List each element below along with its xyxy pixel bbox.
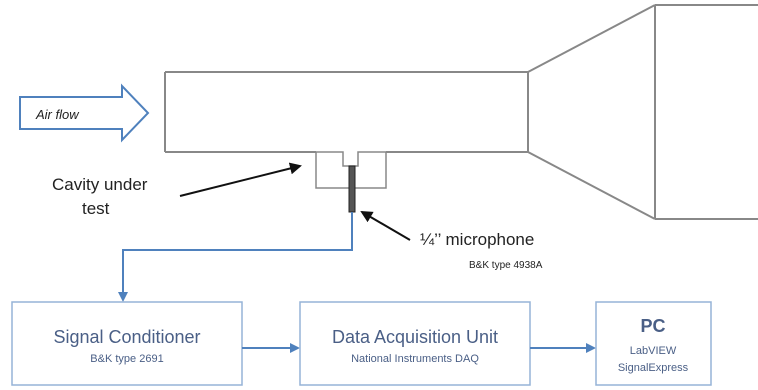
microphone-model: B&K type 4938A	[469, 260, 543, 271]
pc-box: PC LabVIEW SignalExpress	[595, 301, 712, 386]
signal-conditioner-title: Signal Conditioner	[53, 327, 200, 347]
microphone-to-conditioner-connector	[118, 212, 353, 302]
pc-software-line2: SignalExpress	[618, 362, 689, 374]
pc-software-line1: LabVIEW	[630, 345, 677, 357]
air-flow-label: Air flow	[35, 107, 80, 122]
pc-title: PC	[640, 316, 665, 336]
microphone-pointer-arrow	[360, 210, 411, 241]
daq-subtitle: National Instruments DAQ	[351, 353, 479, 365]
cavity-label-line2: test	[82, 199, 110, 218]
signal-conditioner-model: B&K type 2691	[90, 353, 163, 365]
daq-box: Data Acquisition Unit National Instrumen…	[299, 301, 531, 386]
daq-title: Data Acquisition Unit	[332, 327, 498, 347]
cavity-label-line1: Cavity under	[52, 175, 148, 194]
microphone-sensor	[348, 165, 356, 213]
wind-tunnel-duct	[164, 4, 758, 220]
air-flow-arrow: Air flow	[19, 83, 150, 143]
microphone-label: ¼’’ microphone	[420, 230, 534, 249]
cavity-pointer-arrow	[179, 162, 302, 197]
signal-conditioner-box: Signal Conditioner B&K type 2691	[11, 301, 243, 386]
